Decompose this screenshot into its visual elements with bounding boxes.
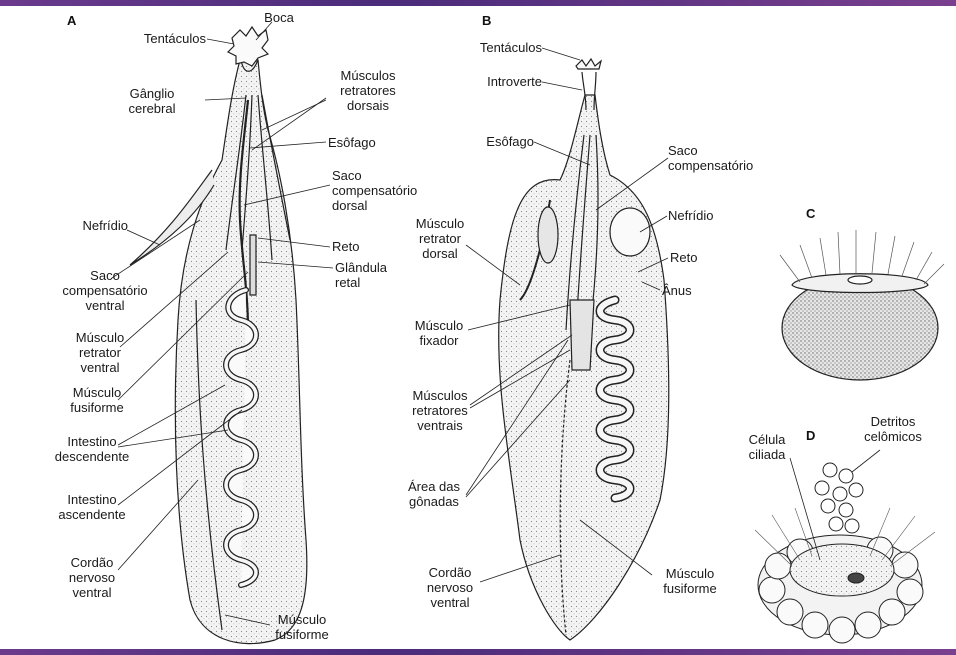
panel-d-letter: D bbox=[806, 428, 815, 443]
label-b-musculo-dorsal: Músculo retrator dorsal bbox=[402, 216, 478, 261]
label-b-esofago: Esôfago bbox=[460, 134, 534, 149]
label-a-tentaculos: Tentáculos bbox=[98, 31, 206, 46]
figure-d-cluster bbox=[755, 463, 935, 643]
panel-b-letter: B bbox=[482, 13, 491, 28]
label-a-boca: Boca bbox=[254, 10, 304, 25]
label-a-intestino-ascendente: Intestino ascendente bbox=[42, 492, 142, 522]
label-a-esofago: Esôfago bbox=[328, 135, 408, 150]
label-b-fixador: Músculo fixador bbox=[406, 318, 472, 348]
label-a-musculo-fusiforme-bottom: Músculo fusiforme bbox=[262, 612, 342, 642]
figure-c-urn bbox=[780, 230, 944, 380]
label-b-gonadas: Área das gônadas bbox=[396, 479, 472, 509]
label-b-introverte: Introverte bbox=[452, 74, 542, 89]
label-a-musculos-dorsais: Músculos retratores dorsais bbox=[318, 68, 418, 113]
label-a-saco-dorsal: Saco compensatório dorsal bbox=[332, 168, 442, 213]
label-a-reto: Reto bbox=[332, 239, 392, 254]
panel-a-letter: A bbox=[67, 13, 76, 28]
label-b-musculos-ventrais: Músculos retratores ventrais bbox=[402, 388, 478, 433]
label-d-detritos: Detritos celômicos bbox=[848, 414, 938, 444]
label-a-glandula: Glândula retal bbox=[335, 260, 415, 290]
label-a-nefridio: Nefrídio bbox=[58, 218, 128, 233]
panel-c-letter: C bbox=[806, 206, 815, 221]
label-a-saco-ventral: Saco compensatório ventral bbox=[50, 268, 160, 313]
label-b-reto: Reto bbox=[670, 250, 720, 265]
label-b-nefridio: Nefrídio bbox=[668, 208, 738, 223]
bottom-accent-bar bbox=[0, 649, 956, 655]
label-a-intestino-descendente: Intestino descendente bbox=[42, 434, 142, 464]
label-a-cordao: Cordão nervoso ventral bbox=[52, 555, 132, 600]
label-b-tentaculos: Tentáculos bbox=[452, 40, 542, 55]
label-b-cordao: Cordão nervoso ventral bbox=[416, 565, 484, 610]
label-b-anus: Ânus bbox=[662, 283, 712, 298]
label-a-ganglio: Gânglio cerebral bbox=[102, 86, 202, 116]
label-a-musculo-ventral: Músculo retrator ventral bbox=[60, 330, 140, 375]
label-b-fusiforme: Músculo fusiforme bbox=[650, 566, 730, 596]
figure-a-body bbox=[130, 27, 307, 644]
label-a-musculo-fusiforme: Músculo fusiforme bbox=[52, 385, 142, 415]
label-d-celula: Célula ciliada bbox=[732, 432, 802, 462]
label-b-saco: Saco compensatório bbox=[668, 143, 778, 173]
